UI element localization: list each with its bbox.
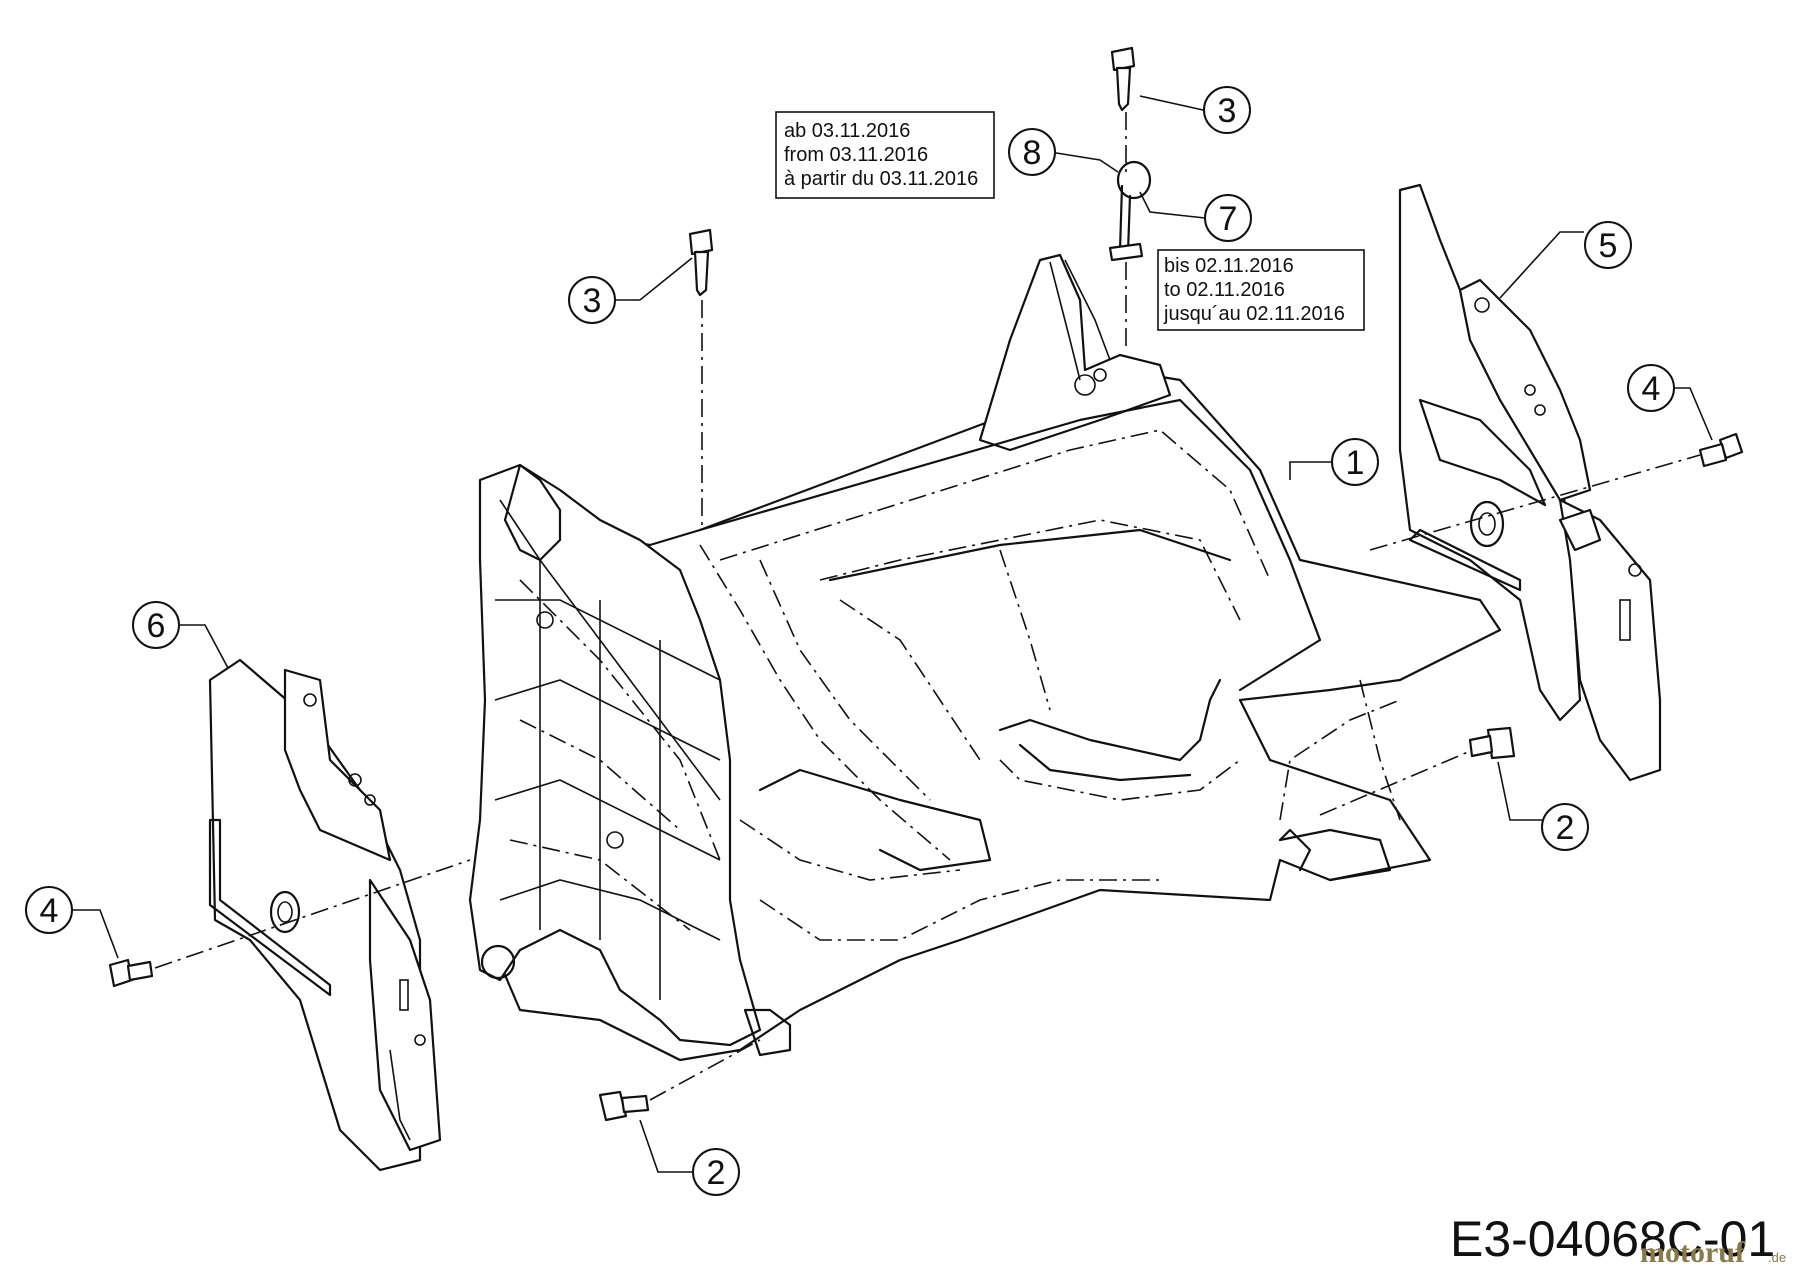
watermark-logo: motoruf .de [1640,1236,1786,1269]
callout-2: 2 [692,1148,740,1196]
note-from-date: ab 03.11.2016 from 03.11.2016 à partir d… [775,111,995,199]
callout-label: 2 [1556,809,1575,847]
callout-label: 5 [1599,227,1618,265]
callout-label: 3 [583,282,602,320]
note-line: from 03.11.2016 [784,144,928,166]
note-line: à partir du 03.11.2016 [784,168,978,190]
left-side-plate-part [208,658,442,1172]
callout-4: 4 [1627,364,1675,412]
callout-label: 7 [1219,200,1238,238]
callout-label: 8 [1023,134,1042,172]
bolt-part [1698,432,1744,468]
callout-3: 3 [568,276,616,324]
callout-label: 4 [1642,370,1661,408]
bolt-part [1468,726,1516,760]
note-line: bis 02.11.2016 [1164,255,1294,277]
watermark-suffix: .de [1768,1250,1786,1265]
screw-part [688,228,714,297]
callout-7: 7 [1204,194,1252,242]
callout-8: 8 [1008,128,1056,176]
callout-label: 3 [1218,92,1237,130]
callout-label: 2 [707,1154,726,1192]
note-line: ab 03.11.2016 [784,120,910,142]
callout-1: 1 [1331,438,1379,486]
note-until-date: bis 02.11.2016 to 02.11.2016 jusqu´au 02… [1157,249,1365,331]
note-line: to 02.11.2016 [1164,279,1285,301]
callout-4: 4 [25,886,73,934]
callout-6: 6 [132,601,180,649]
main-housing-part [468,253,1502,1062]
callout-5: 5 [1584,221,1632,269]
callout-label: 1 [1346,444,1365,482]
bolt-part [108,958,154,988]
callout-label: 6 [147,607,166,645]
callout-label: 4 [40,892,59,930]
bolt-part [598,1090,650,1122]
drawing-code: E3-04068C-01 [1450,1211,1775,1267]
pin-part [1108,160,1152,262]
right-side-plate-part [1398,183,1662,782]
callout-2: 2 [1541,803,1589,851]
screw-part [1110,46,1136,112]
watermark-text: motoruf [1640,1236,1746,1269]
note-line: jusqu´au 02.11.2016 [1163,303,1345,325]
callout-3: 3 [1203,86,1251,134]
assembly-axis-lines [154,112,1701,1101]
